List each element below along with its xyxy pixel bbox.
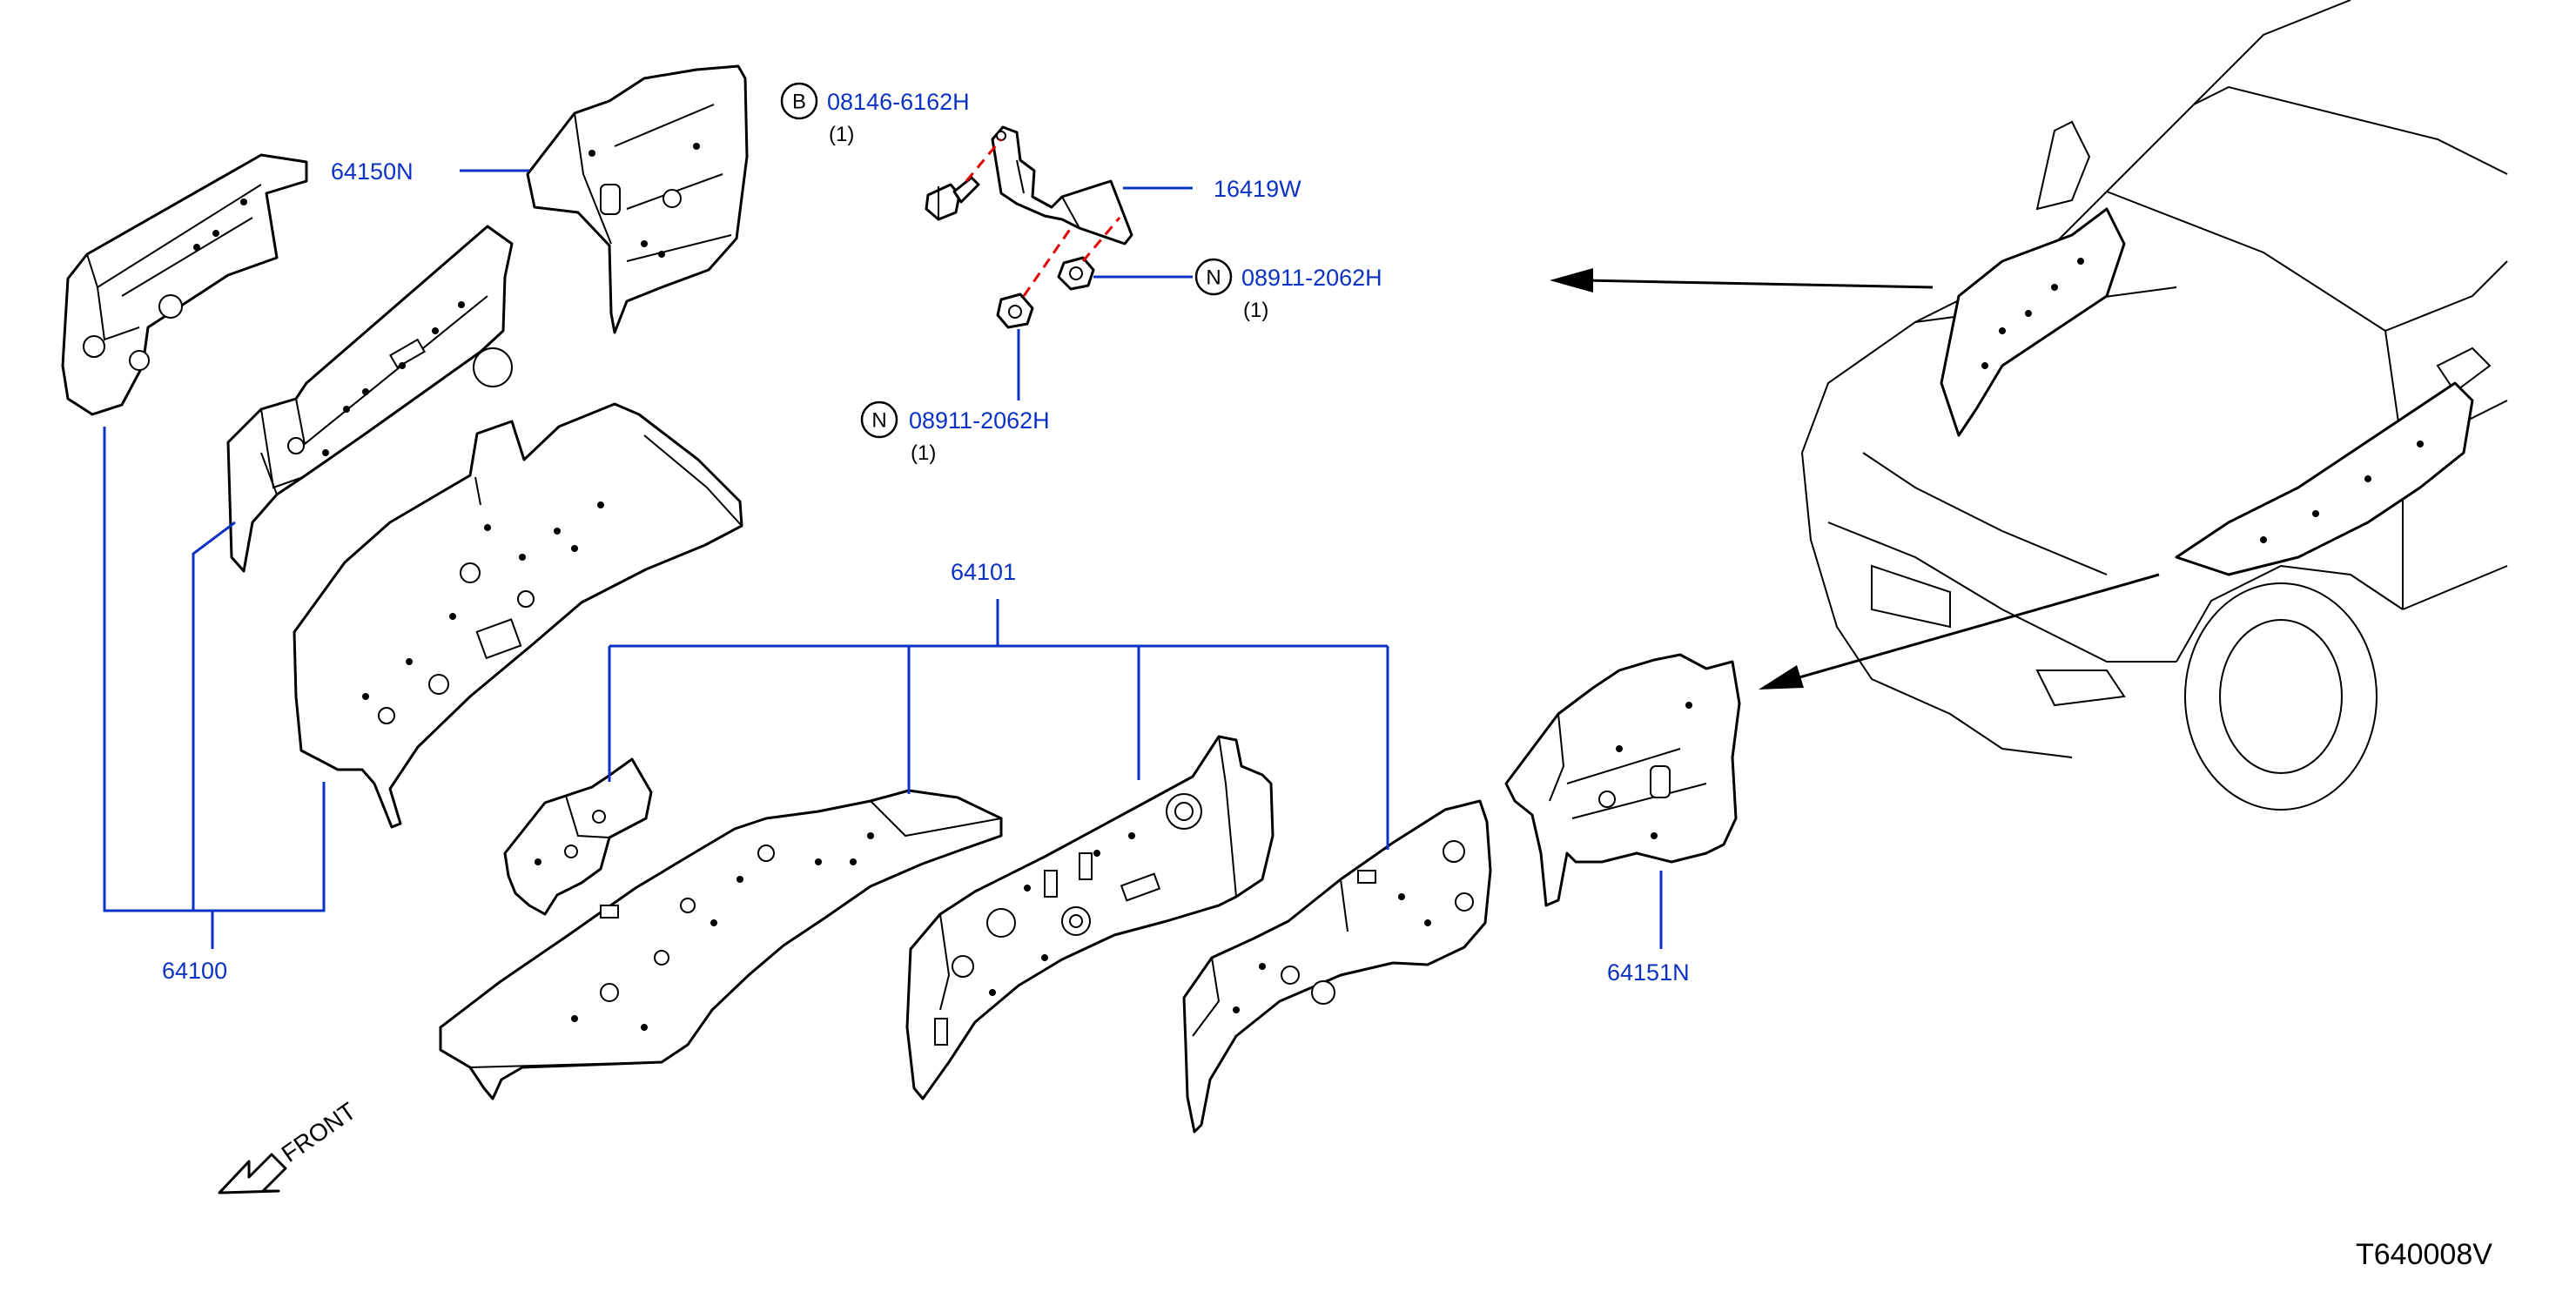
wheel-apron-panel [293, 402, 743, 829]
marker-nut-right-letter: N [1206, 266, 1221, 290]
label-nut-right-qty: (1) [1243, 299, 1268, 322]
label-nut-bottom-qty: (1) [911, 441, 936, 465]
label-64151N: 64151N [1607, 959, 1690, 986]
marker-nut-bottom-letter: N [871, 409, 886, 433]
callout-labels: 64150N 64100 64101 64151N 16419W B 08146… [162, 82, 1690, 986]
label-64100: 64100 [162, 958, 227, 984]
leader-lines [103, 169, 1663, 949]
marker-bolt [780, 82, 818, 120]
hoodledge-side-panel-64151N [1504, 653, 1741, 907]
hoodledge-assembly [226, 225, 514, 573]
label-nut-right: 08911-2062H [1241, 265, 1382, 291]
bolt-fastener [925, 176, 980, 221]
arrow-icon [218, 1153, 287, 1194]
label-bolt: 08146-6162H [827, 89, 970, 115]
diagram-code: T640008V [2356, 1238, 2492, 1271]
fastener-link-lines [965, 138, 1121, 297]
reference-arrows [1550, 268, 2160, 690]
vehicle-outline [1801, 0, 2508, 811]
inner-wheel-apron [439, 789, 1003, 1100]
nut-fastener-bottom [996, 293, 1034, 329]
marker-nut-bottom [860, 400, 898, 439]
label-16419W: 16419W [1214, 176, 1301, 202]
hoodledge-reinforcement [1182, 799, 1492, 1134]
label-bolt-qty: (1) [829, 123, 854, 146]
label-nut-bottom: 08911-2062H [909, 407, 1050, 434]
label-64150N: 64150N [331, 158, 414, 185]
dash-side-bracket [503, 757, 653, 916]
bracket-16419W [991, 125, 1133, 246]
label-64101: 64101 [951, 559, 1016, 585]
dash-panel [905, 735, 1275, 1100]
front-label: FRONT [277, 1097, 361, 1168]
hoodledge-side-panel-64150N [526, 64, 749, 334]
nut-fastener-right [1057, 256, 1095, 291]
front-indicator: FRONT [218, 1097, 361, 1194]
marker-nut-right [1194, 258, 1233, 296]
hoodledge-upper-part [61, 153, 308, 416]
marker-bolt-letter: B [792, 91, 806, 114]
